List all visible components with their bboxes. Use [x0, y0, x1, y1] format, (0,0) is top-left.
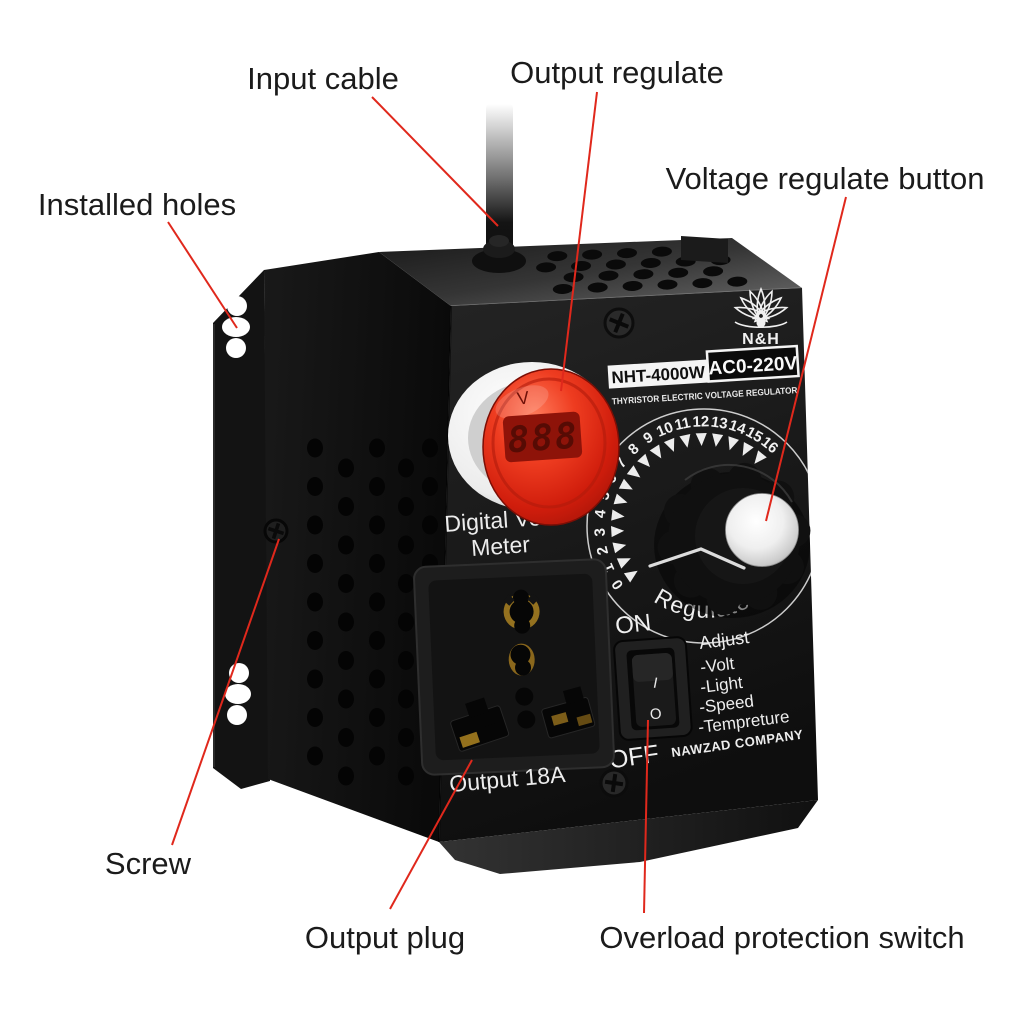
top-vent-holes — [536, 245, 748, 295]
callout-installed-holes: Installed holes — [37, 187, 237, 222]
callout-input-cable: Input cable — [247, 61, 399, 96]
dial-number-10: 10 — [654, 419, 676, 441]
leader-output-regulate — [560, 91, 598, 392]
meter-digits: 888 — [506, 416, 580, 462]
mounting-flange — [213, 270, 270, 789]
input-cable — [472, 104, 526, 273]
leader-output-plug — [389, 759, 473, 910]
callout-output-plug: Output plug — [304, 920, 466, 955]
leader-overload-switch — [643, 719, 649, 914]
callout-overload-protection-switch: Overload protection switch — [599, 920, 965, 955]
dial-number-15: 15 — [743, 423, 766, 446]
leader-screw — [171, 538, 280, 846]
callout-output-regulate: Output regulate — [510, 55, 724, 90]
socket-pin-hole-2 — [517, 710, 536, 729]
rear-tab — [681, 236, 728, 263]
brand-logo-icon — [733, 287, 789, 329]
socket-pear-hole — [508, 643, 535, 676]
brand-name: N&H — [742, 331, 780, 348]
dial-number-16: 16 — [758, 433, 782, 457]
adjust-item-volt: -Volt — [699, 654, 735, 677]
output-socket[interactable] — [413, 558, 615, 776]
callout-screw: Screw — [104, 846, 192, 881]
front-screw-bottom — [599, 768, 629, 798]
overload-protection-switch[interactable]: I O — [613, 636, 693, 741]
socket-pin-hole-1 — [515, 687, 534, 706]
side-screw — [263, 518, 289, 544]
front-screw-top — [603, 307, 635, 339]
socket-earth-hole — [503, 589, 540, 634]
leader-input-cable — [371, 96, 499, 227]
dial-number-2: 2 — [594, 544, 612, 556]
switch-pos-on: I — [652, 675, 659, 692]
socket-slot-right — [541, 686, 596, 739]
meter-label-line2: Meter — [470, 531, 531, 561]
dial-number-13: 13 — [710, 413, 729, 432]
dial-number-4: 4 — [592, 508, 610, 519]
regulator-device: Digital Volt Meter N&H NHT-4000W AC0-220… — [213, 104, 818, 874]
switch-on-label: ON — [614, 609, 653, 640]
dial-number-11: 11 — [673, 414, 692, 434]
bottom-edge — [439, 800, 818, 874]
switch-off-label: OFF — [607, 740, 660, 775]
digital-volt-meter: V 888 — [448, 362, 620, 526]
callout-voltage-regulate-button: Voltage regulate button — [665, 161, 985, 196]
leader-installed-holes — [167, 221, 238, 329]
adjust-list: Adjust -Volt -Light -Speed -Tempreture N… — [670, 627, 804, 760]
voltage-knob[interactable] — [648, 462, 811, 618]
dial-number-14: 14 — [727, 417, 749, 439]
meter-v-mark: V — [516, 387, 531, 408]
installed-hole-bottom — [225, 663, 251, 725]
knob-pointer — [648, 547, 746, 570]
dial-number-3: 3 — [591, 528, 608, 537]
switch-pos-off: O — [649, 705, 662, 723]
leader-lines — [167, 91, 847, 914]
leader-voltage-button — [765, 196, 847, 522]
voltage-dial: 012345678910111213141516 Regulate — [586, 408, 818, 644]
dial-number-12: 12 — [692, 413, 709, 430]
socket-slot-left — [450, 697, 510, 752]
